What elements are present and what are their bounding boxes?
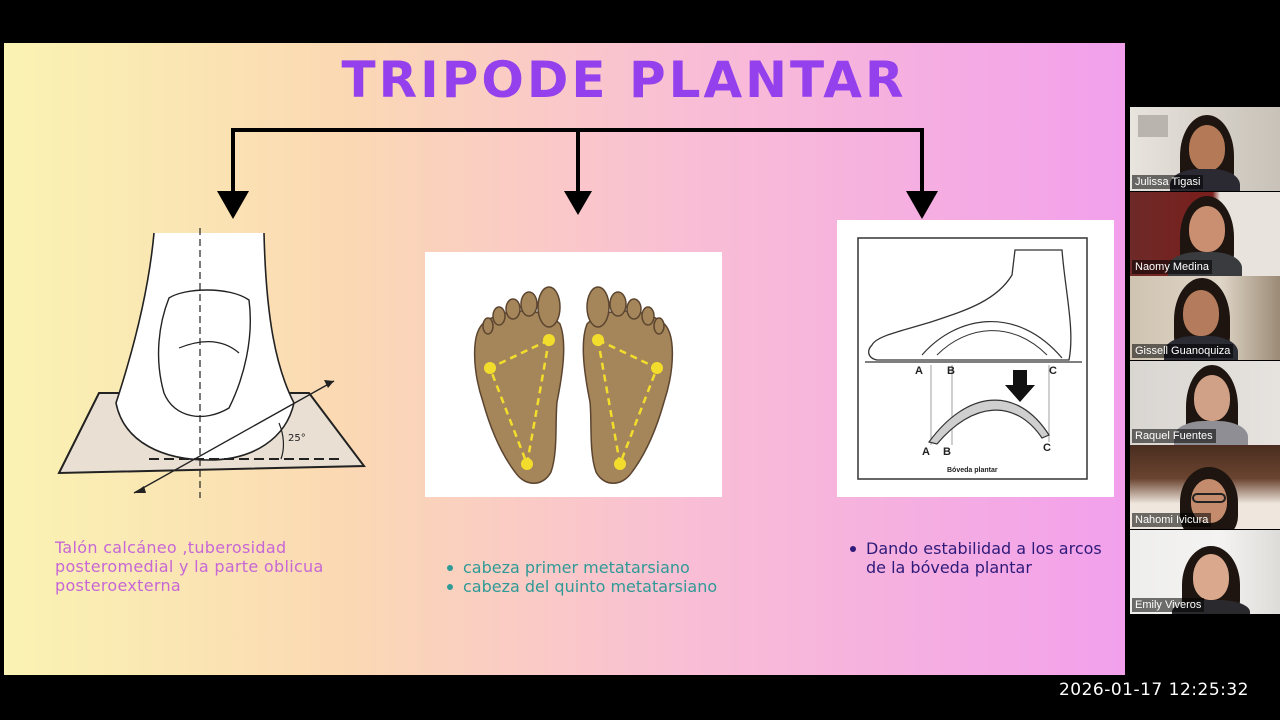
heel-diagram: 25° [57, 228, 366, 498]
participant-name: Emily Viveros [1132, 597, 1205, 612]
label-b-bottom: B [943, 446, 951, 458]
participant-name: Julissa Tigasi [1132, 175, 1204, 189]
caption-bullet: Dando estabilidad a los arcos de la bóve… [847, 539, 1117, 577]
participant-name: Naomy Medina [1132, 259, 1212, 274]
participant-name: Raquel Fuentes [1132, 428, 1216, 443]
shelf-decor [1138, 115, 1168, 137]
participant-tile[interactable]: Emily Viveros [1130, 529, 1280, 614]
plantar-vault-image: A B C A B C Bóveda plantar [837, 220, 1114, 497]
caption-heel: Talón calcáneo ,tuberosidad posteromedia… [55, 538, 324, 595]
presentation-slide: TRIPODE PLANTAR 25° [4, 43, 1125, 675]
participant-tile[interactable]: Julissa Tigasi [1130, 107, 1280, 191]
participant-tile[interactable]: Nahomi Ivicura [1130, 445, 1280, 529]
label-b-top: B [947, 365, 955, 377]
caption-stability: Dando estabilidad a los arcos de la bóve… [847, 539, 1117, 577]
participant-tile[interactable]: Gissell Guanoquiza [1130, 276, 1280, 360]
angle-label: 25° [288, 433, 306, 444]
caption-bullet: cabeza del quinto metatarsiano [444, 577, 744, 596]
label-a-top: A [915, 365, 923, 377]
participant-tile[interactable]: Raquel Fuentes [1130, 360, 1280, 445]
slide-title: TRIPODE PLANTAR [341, 51, 907, 109]
connector-arrows [217, 128, 938, 219]
caption-bullet: cabeza primer metatarsiano [444, 558, 744, 577]
caption-metatarsals: cabeza primer metatarsiano cabeza del qu… [444, 558, 744, 596]
recording-timestamp: 2026-01-17 12:25:32 [1058, 680, 1249, 700]
label-c-bottom: C [1043, 442, 1051, 454]
feet-soles-image [425, 252, 722, 497]
participant-name: Nahomi Ivicura [1132, 513, 1212, 527]
vault-label: Bóveda plantar [947, 467, 998, 474]
participant-name: Gissell Guanoquiza [1132, 344, 1234, 358]
label-c-top: C [1049, 365, 1057, 377]
participants-panel: Julissa Tigasi Naomy Medina Gissell Guan… [1130, 107, 1280, 614]
label-a-bottom: A [922, 446, 930, 458]
participant-tile[interactable]: Naomy Medina [1130, 191, 1280, 276]
